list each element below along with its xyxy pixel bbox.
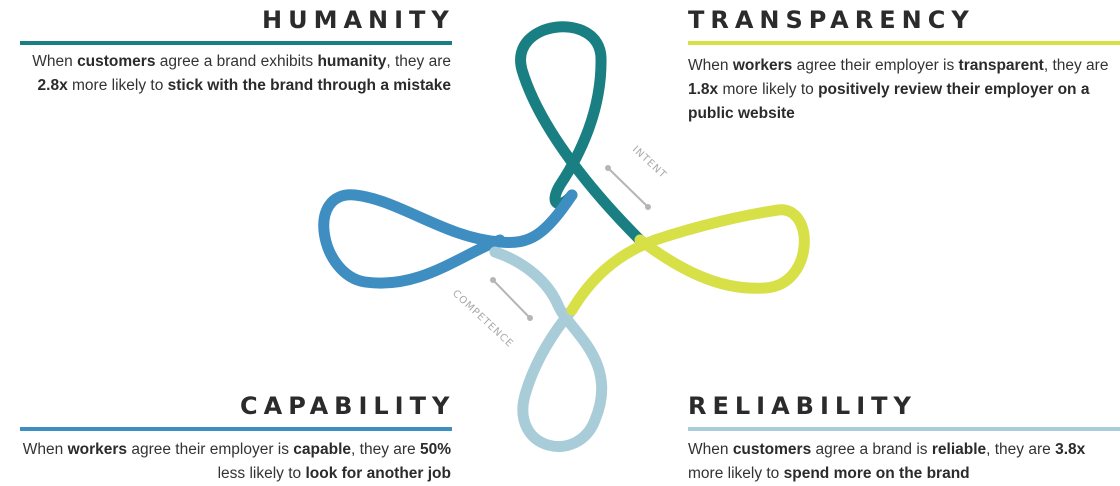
capability-description: When workers agree their employer is cap… xyxy=(10,438,451,486)
desc-text: less likely to xyxy=(217,465,306,482)
desc-text: When xyxy=(688,441,733,458)
intent-axis-start xyxy=(605,165,611,171)
reliability-heading: RELIABILITY xyxy=(688,392,917,420)
transparency-loop xyxy=(566,204,810,316)
transparency-rule xyxy=(688,41,1120,45)
reliability-description: When customers agree a brand is reliable… xyxy=(688,438,1120,486)
desc-text: agree a brand exhibits xyxy=(155,53,318,70)
intent-axis-line xyxy=(607,167,649,208)
desc-text: agree their employer is xyxy=(127,441,294,458)
transparency-heading: TRANSPARENCY xyxy=(688,6,975,34)
desc-bold: reliable xyxy=(931,441,987,458)
desc-bold: 3.8x xyxy=(1055,441,1086,458)
desc-bold: look for another job xyxy=(305,465,451,482)
transparency-description: When workers agree their employer is tra… xyxy=(688,54,1120,126)
desc-text: agree their employer is xyxy=(792,57,959,74)
intent-axis-end xyxy=(645,204,651,210)
capability-rule xyxy=(20,427,452,431)
desc-bold: 1.8x xyxy=(688,81,719,98)
desc-bold: capable xyxy=(293,441,352,458)
humanity-rule xyxy=(20,41,452,45)
axis-markers xyxy=(490,165,651,321)
competence-axis-start xyxy=(490,277,496,283)
competence-axis-line xyxy=(492,279,531,319)
capability-heading: CAPABILITY xyxy=(240,392,456,420)
reliability-rule xyxy=(688,427,1120,431)
desc-bold: stick with the brand through a mistake xyxy=(167,77,451,94)
humanity-loop xyxy=(515,21,646,246)
desc-text: more likely to xyxy=(718,81,819,98)
desc-bold: workers xyxy=(67,441,128,458)
desc-text: , they are xyxy=(386,53,451,70)
desc-bold: positively review their employer on a pu… xyxy=(688,81,1090,122)
desc-bold: 2.8x xyxy=(37,77,68,94)
desc-bold: spend more on the brand xyxy=(783,465,970,482)
desc-bold: workers xyxy=(732,57,793,74)
desc-bold: customers xyxy=(732,441,812,458)
desc-bold: transparent xyxy=(958,57,1044,74)
desc-text: more likely to xyxy=(67,77,168,94)
reliability-loop xyxy=(489,246,608,452)
desc-bold: humanity xyxy=(317,53,387,70)
desc-text: When xyxy=(688,57,733,74)
competence-label: COMPETENCE xyxy=(450,288,515,350)
desc-text: more likely to xyxy=(688,465,784,482)
competence-axis-end xyxy=(527,315,533,321)
desc-text: agree a brand is xyxy=(811,441,932,458)
capability-loop xyxy=(318,189,578,289)
desc-bold: 50% xyxy=(419,441,451,458)
desc-text: , they are xyxy=(1043,57,1109,74)
desc-text: , they are xyxy=(986,441,1056,458)
humanity-description: When customers agree a brand exhibits hu… xyxy=(10,50,451,98)
intent-label: INTENT xyxy=(630,144,669,181)
humanity-heading: HUMANITY xyxy=(262,6,455,34)
desc-bold: customers xyxy=(77,53,156,70)
desc-text: When xyxy=(32,53,78,70)
desc-text: , they are xyxy=(351,441,420,458)
desc-text: When xyxy=(22,441,68,458)
